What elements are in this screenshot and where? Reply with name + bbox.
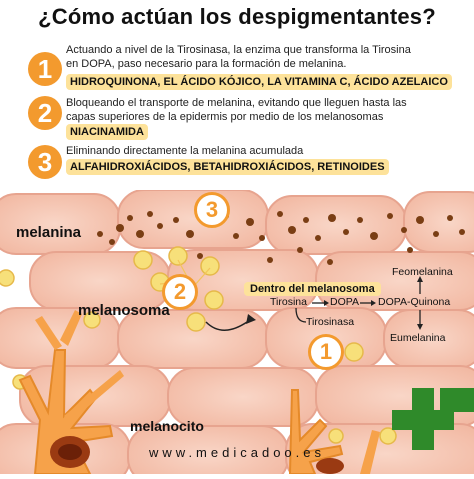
melanosomes xyxy=(0,246,397,445)
diagram-badge-3-number: 3 xyxy=(205,197,219,222)
step-1-number: 1 xyxy=(37,53,53,84)
skin-diagram: 3 2 1 melanina melanosoma melanocito Den… xyxy=(0,189,474,479)
step-3-ingredients: ALFAHIDROXIÁCIDOS, BETAHIDROXIÁCIDOS, RE… xyxy=(66,159,389,175)
label-tirosina: Tirosina xyxy=(270,296,307,308)
diagram-badge-1-number: 1 xyxy=(319,339,333,364)
diagram-badge-1: 1 xyxy=(308,334,344,370)
melanocyte-left xyxy=(18,310,124,475)
step-2-number: 2 xyxy=(37,97,53,128)
step-1-text-line-1: Actuando a nivel de la Tirosinasa, la en… xyxy=(66,44,411,56)
diagram-badge-3: 3 xyxy=(194,192,230,228)
melanocyte-right xyxy=(288,389,380,475)
step-2-text-line-1: Bloqueando el transporte de melanina, ev… xyxy=(66,97,407,109)
skin-diagram-svg xyxy=(0,189,474,479)
step-1-ingredients: HIDROQUINONA, EL ÁCIDO KÓJICO, LA VITAMI… xyxy=(66,74,452,90)
skin-cell xyxy=(117,189,269,249)
step-2-ingredients: NIACINAMIDA xyxy=(66,124,148,140)
step-1-badge: 1 xyxy=(28,52,62,86)
melanin-granules xyxy=(97,211,465,265)
step-3-number: 3 xyxy=(37,146,53,177)
label-eumelanina: Eumelanina xyxy=(390,332,446,344)
label-melanosoma: melanosoma xyxy=(78,302,170,319)
step-3-text-line-1: Eliminando directamente la melanina acum… xyxy=(66,145,304,157)
label-dopa-quinona: DOPA-Quinona xyxy=(378,296,451,308)
website-url: www.medicadoo.es xyxy=(149,445,325,460)
step-1-text-line-2: en DOPA, paso necesario para la formació… xyxy=(66,58,347,70)
skin-cell xyxy=(265,195,407,255)
label-tirosinasa: Tirosinasa xyxy=(306,316,355,328)
pharmacy-cross-logo xyxy=(392,388,474,450)
page-title: ¿Cómo actúan los despigmentantes? xyxy=(38,4,436,29)
step-2-badge: 2 xyxy=(28,96,62,130)
step-2-text-line-2: capas superiores de la epidermis por med… xyxy=(66,111,384,123)
label-feomelanina: Feomelanina xyxy=(392,266,453,278)
inside-melanosome-chip: Dentro del melanosoma xyxy=(244,282,381,296)
skin-cell xyxy=(403,191,474,253)
step-3-badge: 3 xyxy=(28,145,62,179)
diagram-badge-2: 2 xyxy=(162,274,198,310)
label-melanina: melanina xyxy=(16,224,82,241)
label-melanocito: melanocito xyxy=(130,418,204,434)
label-dopa: DOPA xyxy=(330,296,359,308)
diagram-badge-2-number: 2 xyxy=(173,279,187,304)
